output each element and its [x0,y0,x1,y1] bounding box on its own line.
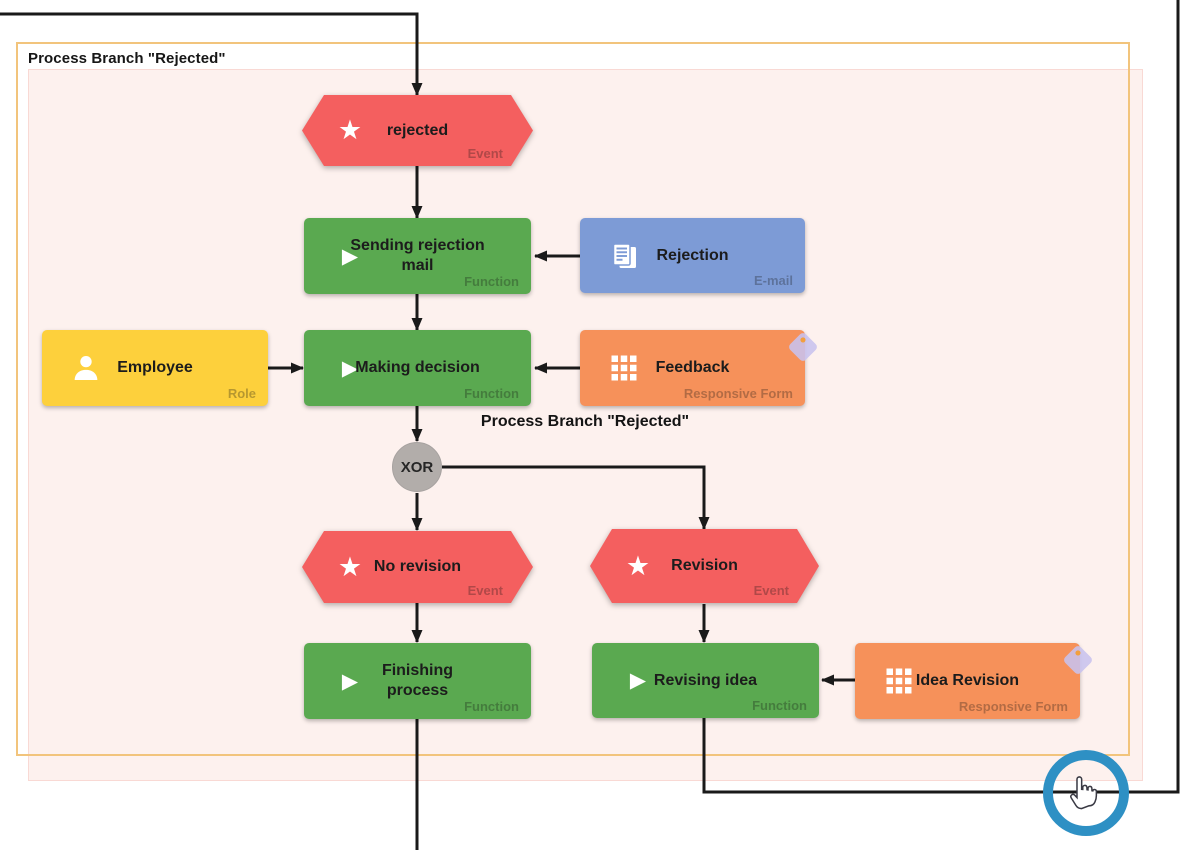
function-sending-rejection-mail[interactable]: ▶ Sending rejection mail Function [304,218,531,294]
grid-icon [879,643,919,719]
grid-icon [604,330,644,406]
function-making-decision[interactable]: ▶ Making decision Function [304,330,531,406]
type-badge: Responsive Form [958,699,1068,714]
branch-title: Process Branch "Rejected" [480,413,690,430]
event-no-revision[interactable]: ★ No revision Event [302,531,533,603]
type-badge: Event [467,583,503,598]
role-employee[interactable]: Employee Role [42,330,268,406]
type-badge: Function [752,698,807,713]
type-badge: Function [464,386,519,401]
type-badge: Role [227,386,256,401]
star-icon: ★ [625,550,651,581]
function-sending-label: Sending rejection mail [350,237,485,274]
type-badge: Event [467,146,503,161]
event-no-revision-label: No revision [373,558,462,575]
email-rejection[interactable]: Rejection E-mail [580,218,805,293]
document-pages-icon [604,218,644,293]
click-highlight-ring [1043,750,1129,836]
email-rejection-label: Rejection [656,246,729,264]
play-icon: ▶ [629,669,647,692]
role-employee-label: Employee [117,359,193,376]
connector-revising-loop-back [702,0,1180,794]
form-idea-revision-label: Idea Revision [915,672,1020,689]
star-icon: ★ [337,115,363,145]
branch-container-label: Process Branch "Rejected" [28,50,226,67]
function-finishing-label: Finishing process [381,662,454,699]
tag-icon [782,326,824,368]
play-icon: ▶ [341,244,359,268]
type-badge: Function [464,699,519,714]
star-icon: ★ [337,551,363,582]
type-badge: Function [464,274,519,289]
hand-cursor-icon [1066,768,1102,812]
function-making-label: Making decision [355,359,480,376]
form-idea-revision[interactable]: Idea Revision Responsive Form [855,643,1092,719]
event-revision-label: Revision [671,557,738,574]
connector-xor-to-revision [442,465,710,530]
form-feedback-label: Feedback [655,359,730,376]
type-badge: Event [753,583,789,598]
tag-icon [1057,639,1099,681]
type-badge: E-mail [753,273,793,288]
event-rejected-label: rejected [386,121,449,139]
xor-gateway[interactable]: XOR [392,442,442,492]
play-icon: ▶ [341,356,359,380]
form-feedback[interactable]: Feedback Responsive Form [580,330,817,406]
play-icon: ▶ [341,669,359,693]
branch-container-rejected[interactable] [16,42,1130,756]
event-rejected[interactable]: ★ rejected Event [302,95,533,166]
function-finishing-process[interactable]: ▶ Finishing process Function [304,643,531,719]
event-revision[interactable]: ★ Revision Event [590,529,819,603]
connector-incoming-to-rejected [0,12,423,96]
person-icon [66,330,106,406]
function-revising-label: Revising idea [653,671,758,689]
type-badge: Responsive Form [683,386,793,401]
function-revising-idea[interactable]: ▶ Revising idea Function [592,643,819,718]
